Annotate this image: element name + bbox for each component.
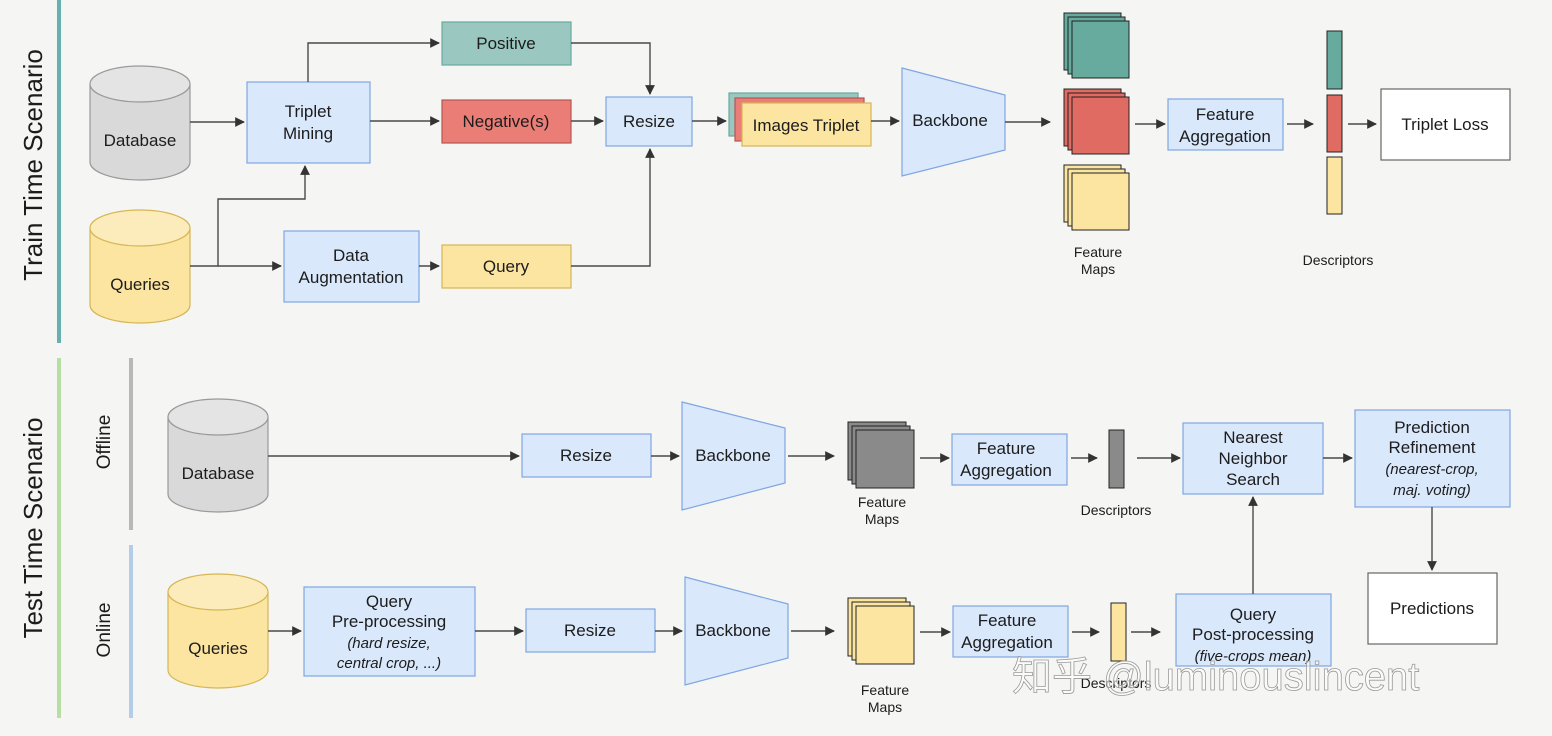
train-edges <box>190 38 1377 271</box>
offline-backbone-label: Backbone <box>695 446 771 465</box>
train-backbone-trapezoid: Backbone <box>901 67 1006 177</box>
test-section-title: Test Time Scenario <box>18 417 48 638</box>
nearest-neighbor-search-label-3: Search <box>1226 470 1280 489</box>
prediction-refinement-box: Prediction Refinement (nearest-crop, maj… <box>1354 409 1511 508</box>
offline-feature-maps-label-1: Feature <box>858 494 906 510</box>
train-feature-aggregation-label-1: Feature <box>1196 105 1255 124</box>
offline-section-label: Offline <box>94 415 115 470</box>
predictions-box: Predictions <box>1367 572 1498 645</box>
online-feature-maps-yellow <box>847 597 915 665</box>
online-resize-box: Resize <box>525 608 656 653</box>
data-augmentation-label-1: Data <box>333 246 369 265</box>
train-section-title: Train Time Scenario <box>18 49 48 281</box>
triplet-mining-label-1: Triplet <box>285 102 332 121</box>
offline-feature-aggregation-box: Feature Aggregation <box>951 433 1068 486</box>
offline-feature-maps-label-2: Maps <box>865 511 899 527</box>
query-postprocessing-note: (five-crops mean) <box>1195 648 1312 665</box>
train-resize-label: Resize <box>623 112 675 131</box>
train-feature-maps-red <box>1063 88 1130 155</box>
nearest-neighbor-search-label-1: Nearest <box>1223 428 1283 447</box>
online-backbone-label: Backbone <box>695 621 771 640</box>
query-postprocessing-label-2: Post-processing <box>1192 625 1314 644</box>
predictions-label: Predictions <box>1390 599 1474 618</box>
train-descriptors-label: Descriptors <box>1303 252 1374 268</box>
train-section-bar <box>57 0 61 343</box>
online-section-bar <box>129 545 133 718</box>
images-triplet-label: Images Triplet <box>753 116 860 135</box>
offline-descriptor-gray <box>1108 429 1125 489</box>
test-section-bar <box>57 358 61 718</box>
offline-resize-box: Resize <box>521 433 652 478</box>
triplet-loss-box: Triplet Loss <box>1380 88 1511 161</box>
online-resize-label: Resize <box>564 621 616 640</box>
data-augmentation-box: Data Augmentation <box>283 230 420 303</box>
query-postprocessing-box: Query Post-processing (five-crops mean) <box>1175 593 1332 667</box>
prediction-refinement-note-1: (nearest-crop, <box>1385 461 1478 478</box>
online-descriptors-label: Descriptors <box>1081 675 1152 691</box>
query-preprocessing-box: Query Pre-processing (hard resize, centr… <box>303 586 476 677</box>
train-backbone-label: Backbone <box>912 111 988 130</box>
query-preprocessing-note-1: (hard resize, <box>347 635 430 652</box>
offline-feature-aggregation-label-1: Feature <box>977 439 1036 458</box>
train-queries-cylinder: Queries <box>89 209 191 324</box>
train-descriptor-green <box>1326 30 1343 90</box>
train-feature-maps-yellow <box>1063 164 1130 231</box>
online-backbone-trapezoid: Backbone <box>684 576 789 686</box>
prediction-refinement-label-2: Refinement <box>1389 438 1476 457</box>
train-resize-box: Resize <box>605 96 693 147</box>
online-feature-maps-label-1: Feature <box>861 682 909 698</box>
nearest-neighbor-search-box: Nearest Neighbor Search <box>1182 422 1324 495</box>
offline-section-bar <box>129 358 133 530</box>
triplet-mining-box: Triplet Mining <box>246 81 371 164</box>
train-feature-maps-label-1: Feature <box>1074 244 1122 260</box>
negatives-label: Negative(s) <box>463 112 550 131</box>
online-feature-aggregation-label-2: Aggregation <box>961 633 1053 652</box>
train-feature-maps-green <box>1063 12 1130 79</box>
online-feature-maps-label-2: Maps <box>868 699 902 715</box>
query-preprocessing-label-2: Pre-processing <box>332 612 446 631</box>
positive-label: Positive <box>476 34 536 53</box>
offline-backbone-trapezoid: Backbone <box>681 401 786 511</box>
online-feature-aggregation-label-1: Feature <box>978 611 1037 630</box>
data-augmentation-label-2: Augmentation <box>299 268 404 287</box>
online-section-label: Online <box>94 603 115 658</box>
train-feature-aggregation-label-2: Aggregation <box>1179 127 1271 146</box>
online-descriptor-yellow <box>1110 602 1127 662</box>
query-preprocessing-label-1: Query <box>366 592 413 611</box>
train-descriptor-red <box>1326 94 1343 153</box>
train-database-label: Database <box>104 131 177 150</box>
query-preprocessing-note-2: central crop, ...) <box>337 655 441 672</box>
nearest-neighbor-search-label-2: Neighbor <box>1219 449 1288 468</box>
triplet-mining-label-2: Mining <box>283 124 333 143</box>
offline-descriptors-label: Descriptors <box>1081 502 1152 518</box>
offline-database-cylinder: Database <box>167 398 269 513</box>
train-queries-label: Queries <box>110 275 170 294</box>
offline-resize-label: Resize <box>560 446 612 465</box>
offline-database-label: Database <box>182 464 255 483</box>
online-queries-cylinder: Queries <box>167 573 269 689</box>
test-edges <box>268 451 1437 637</box>
images-triplet-stack: Images Triplet <box>728 92 872 147</box>
train-feature-aggregation-box: Feature Aggregation <box>1167 98 1284 151</box>
triplet-loss-label: Triplet Loss <box>1401 115 1488 134</box>
online-feature-aggregation-box: Feature Aggregation <box>952 605 1069 658</box>
train-feature-maps-label-2: Maps <box>1081 261 1115 277</box>
query-postprocessing-label-1: Query <box>1230 605 1277 624</box>
online-queries-label: Queries <box>188 639 248 658</box>
offline-feature-maps-gray <box>847 421 915 489</box>
positive-box: Positive <box>441 21 572 66</box>
negatives-box: Negative(s) <box>441 99 572 144</box>
prediction-refinement-note-2: maj. voting) <box>1393 482 1471 499</box>
train-descriptor-yellow <box>1326 156 1343 215</box>
offline-feature-aggregation-label-2: Aggregation <box>960 461 1052 480</box>
train-query-box: Query <box>441 244 572 289</box>
prediction-refinement-label-1: Prediction <box>1394 418 1470 437</box>
watermark-text: 知乎 @luminouslincent <box>1012 655 1419 699</box>
train-database-cylinder: Database <box>89 65 191 181</box>
train-query-label: Query <box>483 257 530 276</box>
